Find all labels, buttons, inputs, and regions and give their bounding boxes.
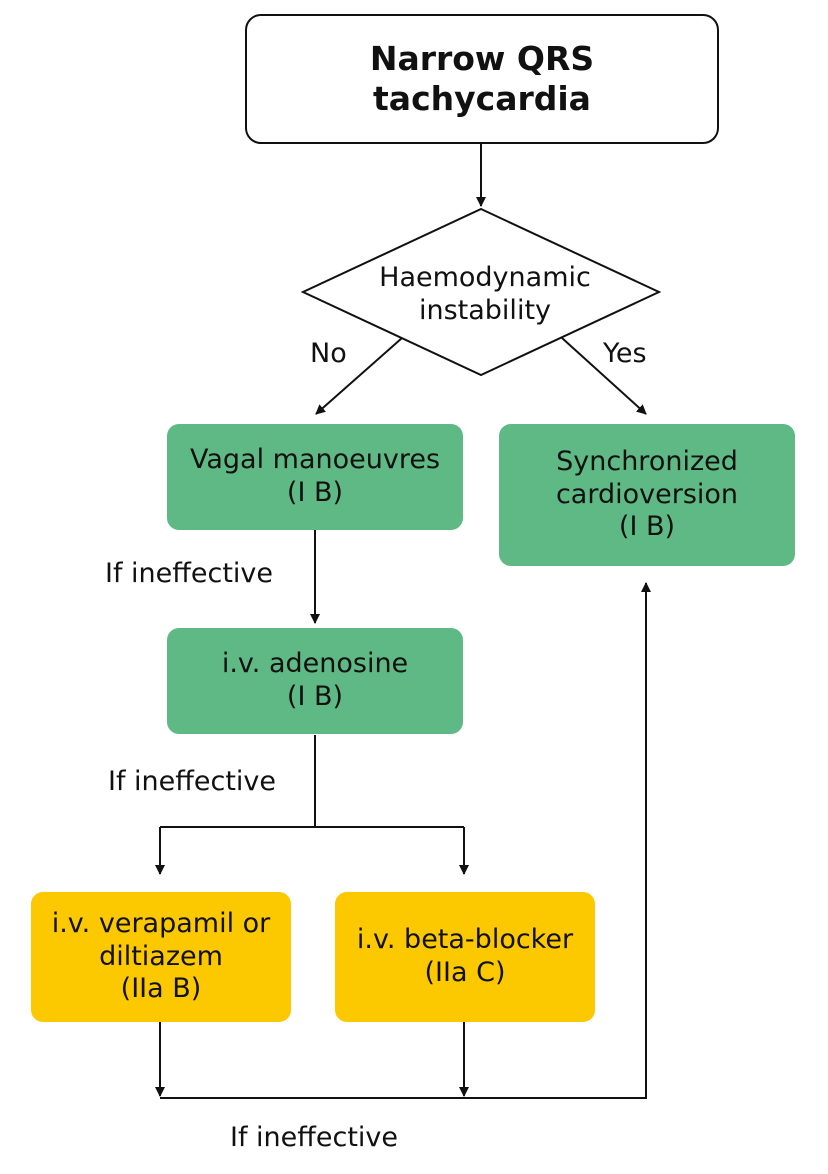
adenosine-node: i.v. adenosine (I B) bbox=[167, 628, 463, 734]
betablocker-line2: (IIa C) bbox=[424, 957, 506, 988]
decision-line1: Haemodynamic bbox=[379, 262, 591, 293]
vagal-line1: Vagal manoeuvres bbox=[189, 444, 441, 476]
beta-blocker-node: i.v. beta-blocker (IIa C) bbox=[335, 892, 595, 1022]
start-node: Narrow QRS tachycardia bbox=[245, 14, 719, 144]
adenosine-line1: i.v. adenosine bbox=[221, 648, 409, 680]
cardioversion-node: Synchronized cardioversion (I B) bbox=[499, 424, 795, 566]
verapamil-line3: (IIa B) bbox=[120, 973, 202, 1005]
adenosine-line2: (I B) bbox=[286, 681, 344, 712]
start-line2: tachycardia bbox=[373, 79, 591, 118]
start-line1: Narrow QRS bbox=[369, 38, 595, 78]
cardioversion-line2: cardioversion bbox=[555, 478, 739, 510]
arrow-yes-to-cardioversion bbox=[561, 337, 647, 415]
verapamil-line2: diltiazem bbox=[99, 940, 223, 972]
if-ineffective-label-2: If ineffective bbox=[108, 766, 277, 797]
verapamil-line1: i.v. verapamil or bbox=[51, 907, 271, 939]
cardioversion-line1: Synchronized bbox=[556, 445, 738, 477]
if-ineffective-label-3: If ineffective bbox=[230, 1122, 399, 1153]
arrow-no-to-vagal bbox=[315, 337, 403, 415]
decision-line2: instability bbox=[418, 294, 552, 326]
decision-text: Haemodynamic instability bbox=[330, 262, 640, 328]
yes-label: Yes bbox=[603, 338, 647, 369]
line-return-to-cardioversion bbox=[160, 582, 651, 1099]
cardioversion-line3: (I B) bbox=[618, 511, 676, 543]
if-ineffective-label-1: If ineffective bbox=[105, 558, 274, 589]
no-label: No bbox=[310, 338, 347, 369]
vagal-manoeuvres-node: Vagal manoeuvres (I B) bbox=[167, 424, 463, 530]
vagal-line2: (I B) bbox=[286, 477, 344, 508]
betablocker-line1: i.v. beta-blocker bbox=[356, 924, 574, 956]
decision-diamond bbox=[300, 207, 662, 377]
verapamil-node: i.v. verapamil or diltiazem (IIa B) bbox=[31, 892, 291, 1022]
